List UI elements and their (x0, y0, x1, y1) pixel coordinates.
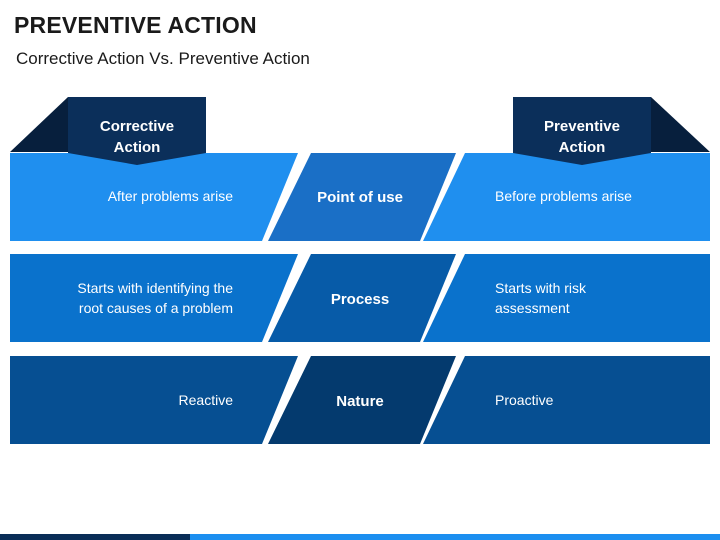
preventive-action-tab: Preventive Action (513, 97, 710, 165)
corrective-tab-label-line2: Action (114, 139, 161, 156)
corrective-tab-label-line1: Corrective (100, 118, 174, 135)
corrective-tab-wing (10, 97, 68, 152)
row2-right-text-line2: assessment (495, 300, 570, 316)
row3-right-text: Proactive (495, 392, 554, 408)
row1-right-band (423, 153, 710, 241)
row2-right-band (423, 254, 710, 342)
preventive-tab-label-line2: Action (559, 139, 606, 156)
row3-left-text: Reactive (179, 392, 234, 408)
preventive-tab-label-line1: Preventive (544, 118, 620, 135)
preventive-tab-wing (651, 97, 710, 152)
footer-bar-dark (0, 534, 190, 540)
row3-right-band (423, 356, 710, 444)
row2-right-text-line1: Starts with risk (495, 280, 587, 296)
row1-center-band (268, 153, 456, 241)
row2-left-band (10, 254, 298, 342)
row2-center-band (268, 254, 456, 342)
row-point-of-use: After problems arise Point of use Before… (10, 153, 710, 241)
preventive-tab-point (513, 153, 651, 165)
row-process: Starts with identifying the root causes … (10, 254, 710, 342)
row3-center-band (268, 356, 456, 444)
slide-subtitle: Corrective Action Vs. Preventive Action (16, 49, 310, 68)
row1-center-text: Point of use (317, 189, 403, 206)
row1-left-band (10, 153, 298, 241)
corrective-tab-body (68, 97, 206, 165)
row3-left-band (10, 356, 298, 444)
slide-title: PREVENTIVE ACTION (14, 12, 257, 38)
row2-left-text-line2: root causes of a problem (79, 300, 233, 316)
preventive-tab-body (513, 97, 651, 165)
row-nature: Reactive Nature Proactive (10, 356, 710, 444)
row2-left-text-line1: Starts with identifying the (77, 280, 233, 296)
footer-bar-light (190, 534, 720, 540)
row3-center-text: Nature (336, 393, 384, 410)
row2-center-text: Process (331, 291, 389, 308)
row1-right-text: Before problems arise (495, 188, 632, 204)
row1-left-text: After problems arise (108, 188, 233, 204)
corrective-action-tab: Corrective Action (10, 97, 206, 165)
corrective-tab-point (68, 153, 206, 165)
